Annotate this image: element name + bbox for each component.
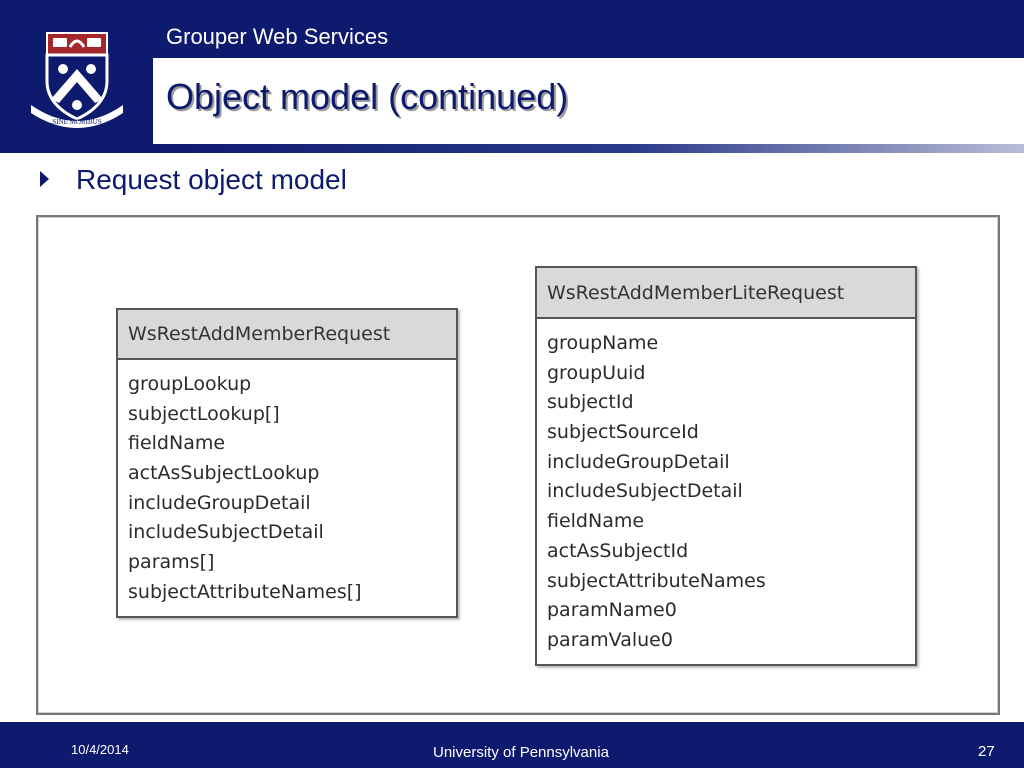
footer-organization: University of Pennsylvania (433, 744, 609, 761)
penn-shield-logo: SINE MORIBUS (31, 32, 123, 128)
uml-attribute: includeSubjectDetail (547, 480, 743, 503)
uml-attribute: includeGroupDetail (128, 491, 311, 514)
uml-attribute: groupUuid (547, 361, 646, 384)
uml-attribute: paramName0 (547, 599, 677, 622)
uml-attribute: subjectLookup[] (128, 402, 280, 425)
uml-attribute: groupLookup (128, 373, 252, 395)
page-number: 27 (978, 743, 995, 760)
uml-attribute: paramValue0 (547, 628, 673, 651)
logo-panel: SINE MORIBUS (0, 0, 153, 153)
motto-text: SINE MORIBUS (52, 118, 101, 126)
uml-attribute: params[] (128, 551, 215, 574)
uml-attribute: includeGroupDetail (547, 450, 730, 473)
uml-class-name: WsRestAddMemberLiteRequest (537, 268, 915, 319)
uml-attribute-list: groupName groupUuid subjectId subjectSou… (537, 319, 915, 656)
uml-attribute: actAsSubjectId (547, 539, 689, 562)
title-divider (153, 144, 1024, 153)
bullet-arrow-icon (40, 171, 49, 187)
uml-class-add-member-lite-request: WsRestAddMemberLiteRequest groupName gro… (535, 266, 917, 666)
uml-attribute: subjectAttributeNames[] (128, 580, 362, 603)
uml-attribute: fieldName (128, 432, 226, 455)
uml-attribute: actAsSubjectLookup (128, 462, 320, 485)
slide-title: Object model (continued) (166, 76, 569, 117)
uml-attribute: subjectId (547, 391, 634, 414)
uml-class-add-member-request: WsRestAddMemberRequest groupLookup subje… (116, 308, 458, 618)
uml-attribute: subjectSourceId (547, 421, 699, 444)
top-bar (153, 0, 1024, 58)
uml-attribute: subjectAttributeNames (547, 569, 766, 592)
uml-attribute: fieldName (547, 510, 645, 533)
footer-date: 10/4/2014 (71, 742, 129, 757)
header-title: Grouper Web Services (166, 24, 389, 49)
uml-attribute: includeSubjectDetail (128, 521, 324, 544)
uml-attribute: groupName (547, 332, 659, 354)
bullet-text: Request object model (76, 164, 347, 195)
uml-attribute-list: groupLookup subjectLookup[] fieldName ac… (118, 360, 456, 608)
footer-bar (0, 722, 1024, 768)
uml-class-name: WsRestAddMemberRequest (118, 310, 456, 360)
